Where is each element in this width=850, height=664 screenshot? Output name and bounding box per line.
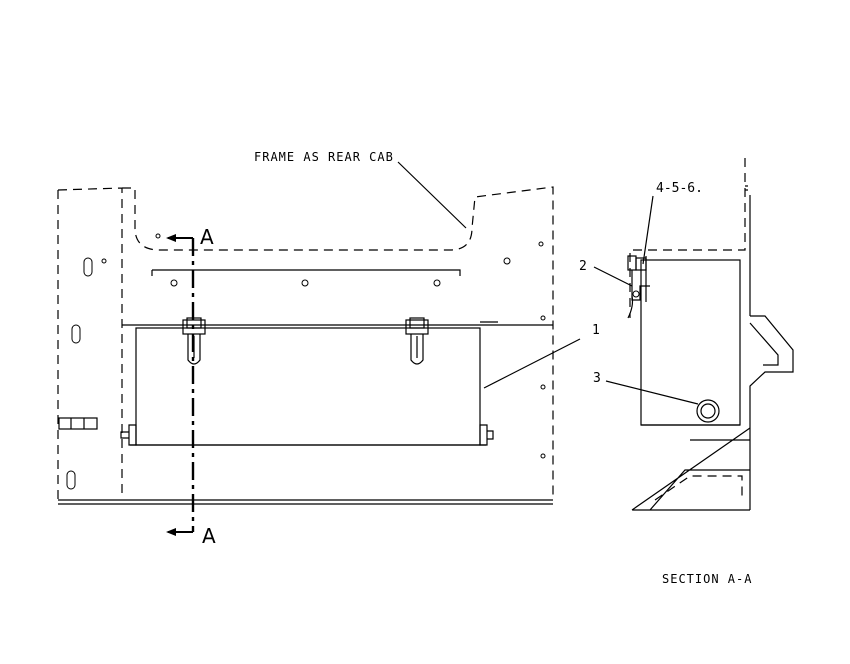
section-mark-top: A: [200, 225, 214, 249]
latch-right: [405, 317, 429, 365]
frame-outline: [57, 186, 554, 500]
section-latch-hardware: [627, 255, 650, 319]
section-lower-dashed: [654, 475, 743, 501]
section-battery-box: [640, 259, 741, 426]
section-arrowhead-top: [166, 234, 176, 242]
section-frame-right: [749, 195, 794, 510]
frame-bottom-rail: [58, 324, 553, 505]
section-mount-bracket: [749, 322, 779, 366]
callout-456-leader: [642, 195, 654, 265]
section-title: SECTION A-A: [662, 572, 752, 586]
main-view: FRAME AS REAR CAB A A 1: [57, 150, 600, 548]
slot-3: [66, 470, 76, 490]
upper-flange: [151, 269, 498, 323]
drain-plug-outer: [696, 399, 720, 423]
slot-1: [83, 257, 93, 277]
section-arrowhead-bottom: [166, 528, 176, 536]
callout-1-label: 1: [592, 323, 600, 338]
section-mark-bottom: A: [202, 524, 216, 548]
section-top-tick: [745, 185, 748, 191]
callout-1-leader: [483, 338, 581, 389]
callout-2-label: 2: [579, 259, 587, 274]
callout-2-leader: [593, 266, 633, 287]
section-frame-member: [629, 158, 746, 318]
callout-3-label: 3: [593, 371, 601, 386]
callout-3-leader: [605, 380, 699, 405]
slot-2: [71, 324, 81, 344]
drain-plug-inner: [700, 403, 716, 419]
bolt-holes: [101, 233, 546, 459]
battery-box-end-right: [479, 424, 494, 446]
frame-leader: [397, 161, 467, 229]
battery-box-end-left: [120, 424, 137, 446]
section-view: 4-5-6. 2 3 SECTION A-A: [579, 158, 794, 586]
frame-label: FRAME AS REAR CAB: [254, 150, 394, 164]
callout-456-label: 4-5-6.: [656, 181, 703, 196]
section-lower-frame: [631, 427, 751, 511]
switch-block: [58, 417, 98, 430]
